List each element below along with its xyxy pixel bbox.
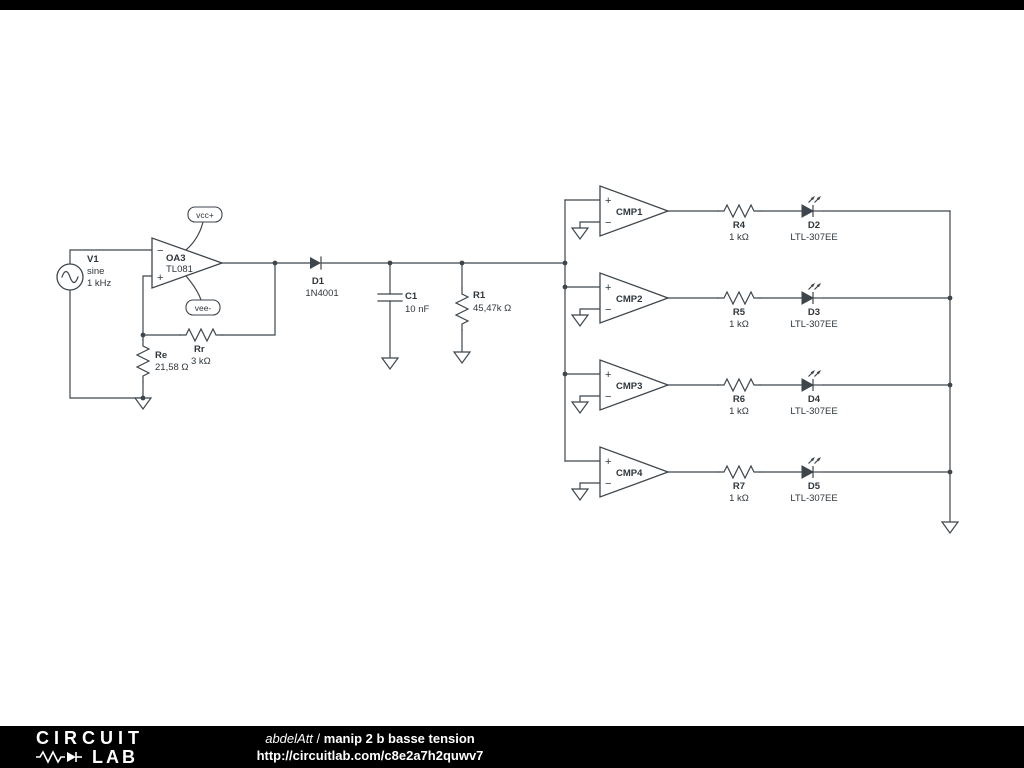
d5-name: D5 — [808, 481, 821, 492]
v1-value: 1 kHz — [87, 278, 112, 289]
cmp3-plus-input: + — [605, 369, 611, 381]
c1-value: 10 nF — [405, 304, 429, 315]
cmp2-plus-input: + — [605, 282, 611, 294]
logo-text-lab: LAB — [92, 747, 138, 767]
r6-name: R6 — [733, 394, 745, 405]
rr-value: 3 kΩ — [191, 356, 211, 367]
r1-value: 45,47k Ω — [473, 303, 511, 314]
r6-value: 1 kΩ — [729, 406, 749, 417]
logo-resistor-diode-icon — [36, 750, 82, 764]
cmp2-name: CMP2 — [616, 294, 642, 305]
cmp1-name: CMP1 — [616, 207, 643, 218]
voltage-source-v1: V1 sine 1 kHz — [56, 254, 112, 291]
footer-bar: CIRCUIT LAB abdelAtt / manip 2 b basse t… — [0, 726, 1024, 768]
d1-model: 1N4001 — [305, 288, 338, 299]
d4-name: D4 — [808, 394, 821, 405]
resistor-re: Re 21,58 Ω — [136, 339, 189, 383]
resistor-r7: R7 1 kΩ — [717, 465, 761, 504]
oa3-minus-input: − — [157, 245, 163, 257]
capacitor-c1: C1 10 nF — [377, 291, 429, 315]
d5-model: LTL-307EE — [790, 493, 837, 504]
cmp2-minus-input: − — [605, 304, 611, 316]
d2-model: LTL-307EE — [790, 232, 837, 243]
resistor-r4: R4 1 kΩ — [717, 204, 761, 243]
r7-value: 1 kΩ — [729, 493, 749, 504]
r5-value: 1 kΩ — [729, 319, 749, 330]
r7-name: R7 — [733, 481, 745, 492]
oa3-name: OA3 — [166, 253, 186, 264]
attribution-separator: / — [312, 731, 324, 746]
cmp1-minus-input: − — [605, 217, 611, 229]
v1-name: V1 — [87, 254, 99, 265]
d3-name: D3 — [808, 307, 820, 318]
resistor-rr: Rr 3 kΩ — [179, 328, 223, 367]
cmp4-name: CMP4 — [616, 468, 643, 479]
comparator-cmp1: + − CMP1 — [599, 185, 670, 237]
ground-symbols — [134, 227, 959, 534]
cmp1-plus-input: + — [605, 195, 611, 207]
led-d5: D5 LTL-307EE — [790, 456, 838, 504]
led-d3: D3 LTL-307EE — [790, 282, 838, 330]
comparator-cmp3: + − CMP3 — [599, 359, 670, 411]
led-d4: D4 LTL-307EE — [790, 369, 838, 417]
cmp4-minus-input: − — [605, 478, 611, 490]
junction-dots — [140, 260, 953, 475]
top-bar — [0, 0, 1024, 10]
r4-value: 1 kΩ — [729, 232, 749, 243]
d1-name: D1 — [312, 276, 325, 287]
v1-kind: sine — [87, 266, 104, 277]
d3-model: LTL-307EE — [790, 319, 837, 330]
oa3-vcc-label: vcc+ — [196, 210, 214, 220]
cmp3-minus-input: − — [605, 391, 611, 403]
schematic-url: http://circuitlab.com/c8e2a7h2quwv7 — [256, 748, 484, 763]
led-d2: D2 LTL-307EE — [790, 195, 838, 243]
diode-d1: D1 1N4001 — [305, 256, 339, 299]
resistor-r6: R6 1 kΩ — [717, 378, 761, 417]
r5-name: R5 — [733, 307, 746, 318]
resistor-r5: R5 1 kΩ — [717, 291, 761, 330]
comparator-cmp4: + − CMP4 — [599, 446, 670, 498]
d4-model: LTL-307EE — [790, 406, 837, 417]
d2-name: D2 — [808, 220, 820, 231]
c1-name: C1 — [405, 291, 418, 302]
cmp4-plus-input: + — [605, 456, 611, 468]
oa3-model: TL081 — [166, 264, 193, 275]
attribution: abdelAtt / manip 2 b basse tension http:… — [150, 730, 590, 764]
cmp3-name: CMP3 — [616, 381, 642, 392]
re-name: Re — [155, 350, 167, 361]
r1-name: R1 — [473, 290, 486, 301]
rr-name: Rr — [194, 344, 205, 355]
oa3-plus-input: + — [157, 272, 163, 284]
comparator-cmp2: + − CMP2 — [599, 272, 670, 324]
circuitlab-logo: CIRCUIT LAB — [36, 728, 144, 766]
resistor-r1: R1 45,47k Ω — [455, 287, 511, 331]
r4-name: R4 — [733, 220, 746, 231]
re-value: 21,58 Ω — [155, 362, 189, 373]
logo-text-circuit: CIRCUIT — [36, 728, 144, 748]
opamp-oa3: vcc+ vee- − + OA3 TL081 — [151, 206, 224, 316]
author-name: abdelAtt — [265, 731, 313, 746]
schematic-title: manip 2 b basse tension — [323, 731, 475, 746]
oa3-vee-label: vee- — [195, 303, 212, 313]
